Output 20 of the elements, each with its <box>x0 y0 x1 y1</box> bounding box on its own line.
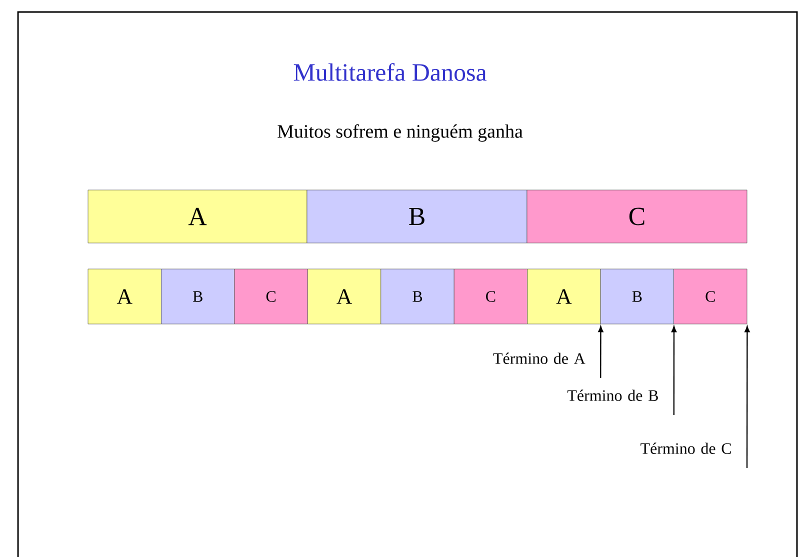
annotation-text: Término de C <box>640 442 731 454</box>
task-bar: A <box>88 190 308 244</box>
time-slice: C <box>234 268 308 324</box>
time-slice: C <box>454 268 528 324</box>
time-slice: A <box>527 268 601 324</box>
time-slice: B <box>380 268 454 324</box>
task-bar: B <box>306 190 528 244</box>
title: Multitarefa Danosa <box>294 63 487 81</box>
annotation-text: Término de B <box>567 390 658 401</box>
task-bar: C <box>526 190 748 244</box>
time-slice: A <box>307 268 382 324</box>
time-slice: B <box>600 268 674 324</box>
arrow <box>671 326 677 415</box>
arrow <box>744 326 750 468</box>
time-slice: A <box>88 268 162 324</box>
arrow <box>598 326 604 378</box>
annotation-text: Término de A <box>493 352 586 364</box>
subtitle: Muitos sofrem e ninguém ganha <box>278 124 523 142</box>
time-slice: B <box>161 268 235 324</box>
time-slice: C <box>674 268 748 324</box>
